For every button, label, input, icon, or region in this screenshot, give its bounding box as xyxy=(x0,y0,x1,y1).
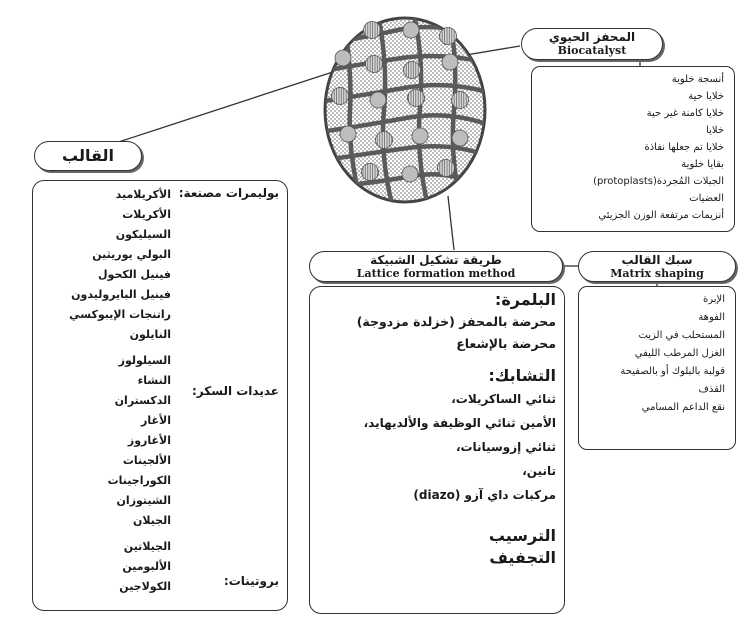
polymerization-item: محرضة بالإشعاع xyxy=(456,336,556,351)
precipitation-label: الترسيب xyxy=(488,526,556,545)
biocatalyst-item: أنزيمات مرتفعة الوزن الجزيئي xyxy=(598,210,724,221)
matrix-item: قولبة بالبلوك أو بالصفيحة xyxy=(620,366,725,377)
biocatalyst-item: خلايا xyxy=(706,125,724,136)
template-item: الكوراجينات xyxy=(107,474,171,487)
biocatalyst-item: خلايا كامنة غير حية xyxy=(646,108,724,119)
immobilized-bead xyxy=(323,16,487,204)
biocatalyst-item: خلايا تم جعلها نفاذة xyxy=(644,142,724,153)
template-item: النايلون xyxy=(129,328,171,341)
biocatalyst-item: العضيات xyxy=(689,193,724,204)
template-item: النشاء xyxy=(137,374,171,387)
matrix-item: المستحلب في الزيت xyxy=(638,330,725,341)
template-item: الدكستران xyxy=(114,394,171,407)
template-item: فينيل البايروليدون xyxy=(71,288,171,301)
template-item: السيلولوز xyxy=(118,354,171,367)
lattice-title-en: Lattice formation method xyxy=(356,267,516,280)
template-item: الأكريلات xyxy=(122,208,171,221)
template-item: الجيلاتين xyxy=(123,540,171,553)
template-item: الأكريلاميد xyxy=(115,188,171,201)
matrix-title-ar: سبك القالب xyxy=(621,253,693,267)
template-item: الجيلان xyxy=(132,514,171,527)
template-item: السيليكون xyxy=(115,228,171,241)
matrix-item: الفوهة xyxy=(698,312,725,323)
polymerization-heading: البلمرة: xyxy=(494,290,556,309)
matrix-item: نقع الداعم المسامي xyxy=(641,402,725,413)
matrix-item: الغزل المرطب الليفي xyxy=(634,348,725,359)
template-item: الأغاروز xyxy=(127,434,171,447)
biocatalyst-title-en: Biocatalyst xyxy=(557,44,627,57)
crosslinking-item: ثنائي الساكريلات، xyxy=(451,392,556,406)
lattice-title-ar: طريقة تشكيل الشبيكة xyxy=(370,253,502,267)
matrix-title-en: Matrix shaping xyxy=(610,267,704,280)
template-item: البولي يوريثين xyxy=(92,248,171,261)
matrix-item: الإبرة xyxy=(702,294,725,305)
template-item: الشيتوزان xyxy=(116,494,171,507)
biocatalyst-item: أنسجة خلوية xyxy=(671,74,724,85)
template-group-labels: بوليمرات مصنعة: عديدات السكر: بروتينات: xyxy=(179,185,279,589)
connector-lattice xyxy=(447,195,455,251)
template-list-box: بوليمرات مصنعة: عديدات السكر: بروتينات: … xyxy=(32,180,288,611)
template-item: الألجينات xyxy=(122,454,171,467)
template-item: الأغار xyxy=(141,414,171,427)
template-item: الألبومين xyxy=(122,560,171,573)
template-item: راتنجات الإيبوكسي xyxy=(69,308,171,321)
template-item: الكولاجين xyxy=(119,580,171,593)
matrix-list-box: الإبرة الفوهة المستحلب في الزيت الغزل ال… xyxy=(578,286,736,450)
biocatalyst-item: الجبلات المُجردة(protoplasts) xyxy=(593,176,724,187)
polymerization-item: محرضة بالمحفز (خزلدة مزدوجة) xyxy=(356,314,556,329)
crosslinking-item: تانين، xyxy=(522,464,556,478)
biocatalyst-item: خلايا حية xyxy=(688,91,724,102)
biocatalyst-item: بقايا خلوية xyxy=(681,159,724,170)
biocatalyst-title: المحفز الحيوي Biocatalyst xyxy=(521,28,663,60)
template-items: الأكريلاميد الأكريلات السيليكون البولي ي… xyxy=(41,185,171,597)
group-label-proteins: بروتينات: xyxy=(223,574,279,588)
crosslinking-item: الأمين ثنائي الوظيفة والألديهايد، xyxy=(363,416,556,430)
matrix-item: القذف xyxy=(698,384,726,395)
template-title: القالب xyxy=(34,141,142,171)
biocatalyst-list-box: أنسجة خلوية خلايا حية خلايا كامنة غير حي… xyxy=(531,66,735,232)
crosslinking-item: ثنائي إزوسيانات، xyxy=(455,440,556,454)
biocatalyst-title-ar: المحفز الحيوي xyxy=(548,30,636,44)
drying-label: التجفيف xyxy=(489,548,556,567)
template-title-text: القالب xyxy=(62,146,114,165)
lattice-title: طريقة تشكيل الشبيكة Lattice formation me… xyxy=(309,251,563,282)
connector-template xyxy=(87,67,346,153)
crosslinking-heading: التشابك: xyxy=(488,366,556,385)
crosslinking-item: مركبات داي آزو (diazo) xyxy=(413,488,556,502)
group-label-polysaccharides: عديدات السكر: xyxy=(192,384,279,398)
template-item: فينيل الكحول xyxy=(98,268,171,281)
group-label-synthetic: بوليمرات مصنعة: xyxy=(178,186,279,200)
lattice-list-box: البلمرة: محرضة بالمحفز (خزلدة مزدوجة) مح… xyxy=(309,286,565,614)
matrix-title: سبك القالب Matrix shaping xyxy=(578,251,736,282)
